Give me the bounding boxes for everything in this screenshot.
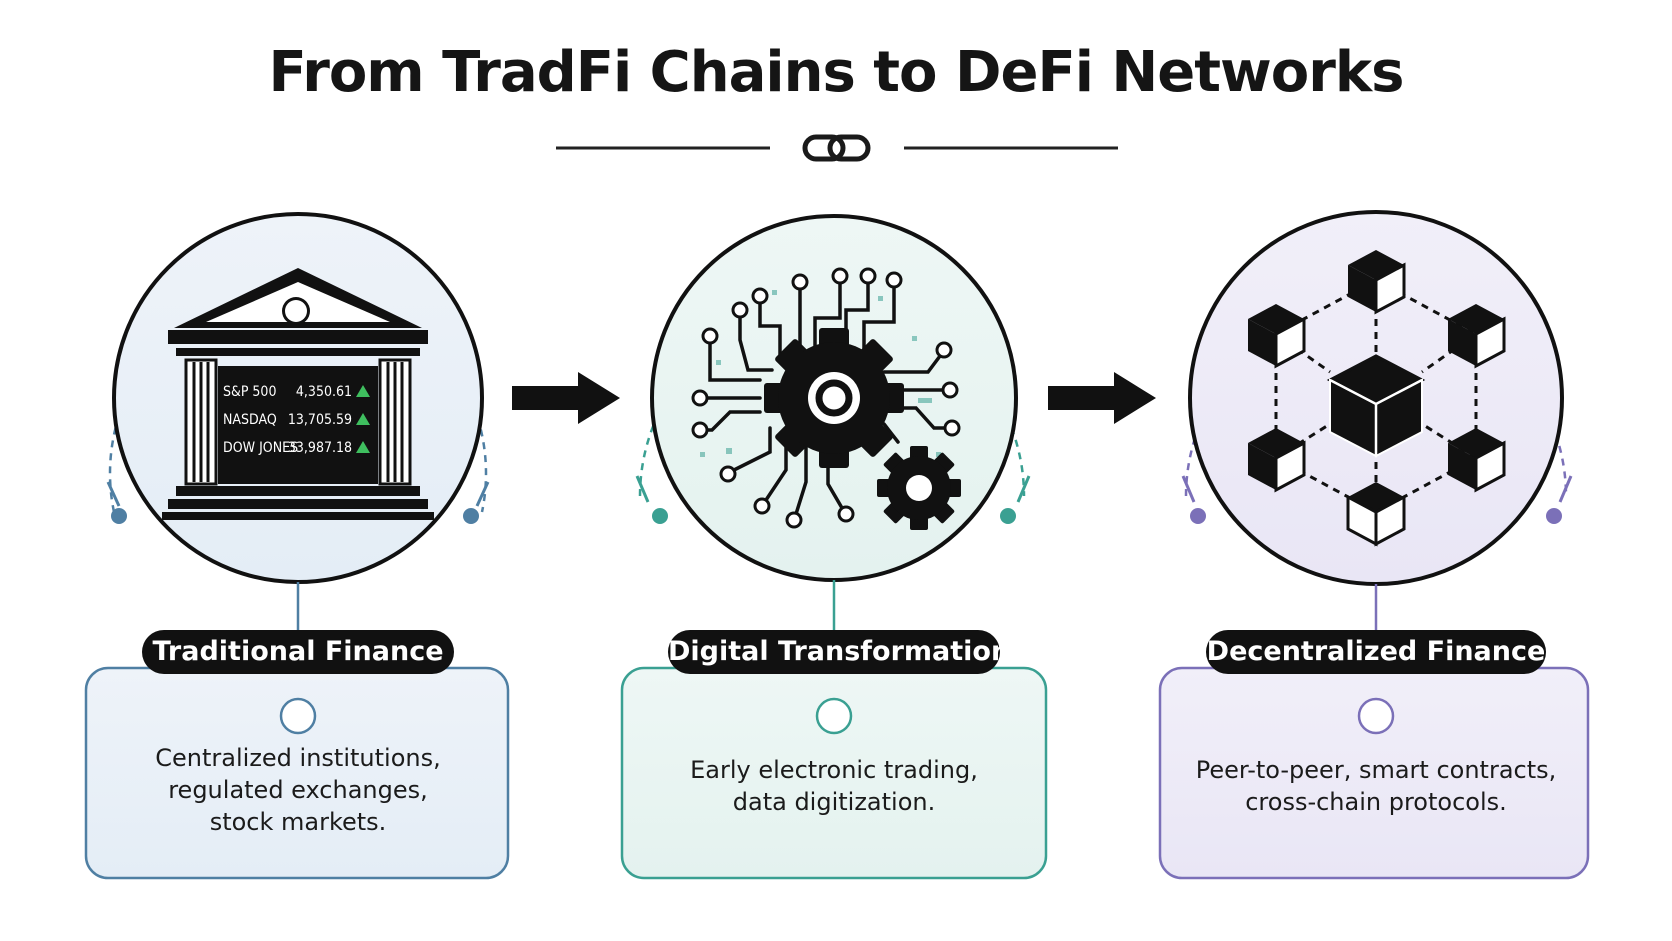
circuit-traces <box>704 280 948 516</box>
orbit-dot-right <box>1000 508 1016 524</box>
orbit-dot-left <box>652 508 668 524</box>
block-icon <box>1448 428 1506 493</box>
right-arrow-icon <box>1048 372 1156 424</box>
connector-node <box>1357 697 1395 735</box>
orbit-dot-left <box>111 508 127 524</box>
ticker-list: S&P 500 4,350.61 NASDAQ 13,705.59 DOW JO… <box>223 384 352 456</box>
ticker-value: 33,987.18 <box>288 440 352 456</box>
connector-node <box>815 697 853 735</box>
up-arrow-icons <box>356 385 370 453</box>
ticker-board <box>218 366 378 484</box>
block-nodes <box>1248 250 1506 547</box>
gear-icon <box>764 328 904 468</box>
orbit-tick-right <box>475 481 490 507</box>
stage-traditional-finance: S&P 500 4,350.61 NASDAQ 13,705.59 DOW JO… <box>84 212 510 880</box>
orbit-dot-left <box>1190 508 1206 524</box>
orbit-dot-right <box>1546 508 1562 524</box>
bank-building-icon <box>162 268 434 520</box>
data-bits <box>700 290 941 457</box>
blockchain-network-icon <box>1248 250 1506 547</box>
diagram-title: From TradFi Chains to DeFi Networks <box>268 40 1405 105</box>
block-icon <box>1448 304 1506 369</box>
ticker-value: 13,705.59 <box>288 412 352 428</box>
ticker-value: 4,350.61 <box>296 384 352 400</box>
block-icon <box>1346 482 1406 547</box>
block-icon <box>1248 304 1306 369</box>
orbit-tick-left <box>1181 475 1196 503</box>
right-arrow-icon <box>512 372 620 424</box>
ticker-name: S&P 500 <box>223 384 276 400</box>
up-arrow-icon <box>356 385 370 397</box>
circuit-nodes <box>691 267 961 529</box>
chain-link-icon <box>802 134 871 162</box>
block-icon <box>1248 428 1306 493</box>
orbit-tick-left <box>106 481 121 507</box>
connector-node <box>279 697 317 735</box>
stage-description-traditional-finance: Centralized institutions, regulated exch… <box>155 744 441 836</box>
stage-decentralized-finance <box>1158 210 1590 880</box>
stage-title-decentralized-finance: Decentralized Finance <box>1206 630 1546 674</box>
orbit-dot-right <box>463 508 479 524</box>
stage-description-digital-transformation: Early electronic trading, data digitizat… <box>690 756 978 816</box>
ticker-name: NASDAQ <box>223 412 277 428</box>
orbit-tick-left <box>635 475 650 503</box>
gear-circuit-icon <box>691 267 961 530</box>
stage-digital-transformation <box>620 214 1048 880</box>
orbit-tick-right <box>1558 475 1573 503</box>
stage-title-digital-transformation: Digital Transformation <box>668 630 1010 674</box>
stage-description-decentralized-finance: Peer-to-peer, smart contracts, cross-cha… <box>1195 756 1557 816</box>
ticker-name: DOW JONES <box>223 440 298 456</box>
up-arrow-icon <box>356 413 370 425</box>
stage-title-traditional-finance: Traditional Finance <box>142 630 454 674</box>
orbit-tick-right <box>1016 475 1031 503</box>
center-block-icon <box>1326 354 1426 458</box>
up-arrow-icon <box>356 441 370 453</box>
block-icon <box>1348 250 1406 315</box>
small-gear-icon <box>877 446 961 530</box>
